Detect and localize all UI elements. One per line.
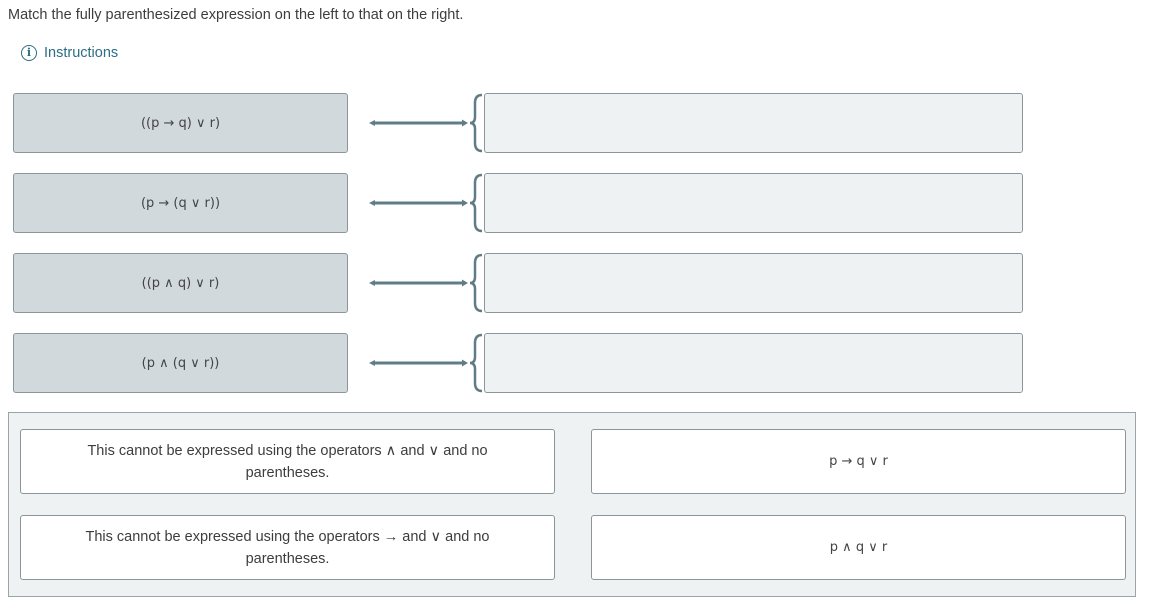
instructions-label: Instructions	[44, 45, 119, 61]
match-row: (p ∧ (q ∨ r))	[13, 333, 1025, 393]
drop-target[interactable]	[484, 253, 1023, 313]
drop-target[interactable]	[484, 93, 1023, 153]
answer-expression: p ∧ q ∨ r	[829, 540, 888, 555]
answer-expression: p → q ∨ r	[829, 454, 888, 469]
instructions-toggle[interactable]: i Instructions	[21, 45, 118, 61]
prompt-box: ((p ∧ q) ∨ r)	[13, 253, 348, 313]
connector-arrow	[369, 253, 483, 313]
prompt-box: (p ∧ (q ∨ r))	[13, 333, 348, 393]
drop-target[interactable]	[484, 173, 1023, 233]
connector-arrow	[369, 173, 483, 233]
prompt-expression: (p ∧ (q ∨ r))	[141, 355, 220, 371]
match-row: (p → (q ∨ r))	[13, 173, 1025, 233]
answer-card[interactable]: This cannot be expressed using the opera…	[20, 429, 555, 494]
prompt-box: ((p → q) ∨ r)	[13, 93, 348, 153]
info-icon: i	[21, 45, 37, 61]
answer-card[interactable]: p ∧ q ∨ r	[591, 515, 1126, 580]
connector-arrow	[369, 333, 483, 393]
prompt-expression: (p → (q ∨ r))	[140, 195, 221, 211]
answer-card[interactable]: p → q ∨ r	[591, 429, 1126, 494]
answer-text: This cannot be expressed using the opera…	[85, 528, 490, 567]
match-row: ((p ∧ q) ∨ r)	[13, 253, 1025, 313]
answer-card[interactable]: This cannot be expressed using the opera…	[20, 515, 555, 580]
answer-bank: This cannot be expressed using the opera…	[8, 412, 1136, 597]
match-row: ((p → q) ∨ r)	[13, 93, 1025, 153]
prompt-box: (p → (q ∨ r))	[13, 173, 348, 233]
answer-text: This cannot be expressed using the opera…	[87, 442, 488, 481]
connector-arrow	[369, 93, 483, 153]
drop-target[interactable]	[484, 333, 1023, 393]
question-prompt: Match the fully parenthesized expression…	[8, 7, 464, 23]
prompt-expression: ((p → q) ∨ r)	[140, 115, 221, 131]
prompt-expression: ((p ∧ q) ∨ r)	[141, 275, 220, 291]
